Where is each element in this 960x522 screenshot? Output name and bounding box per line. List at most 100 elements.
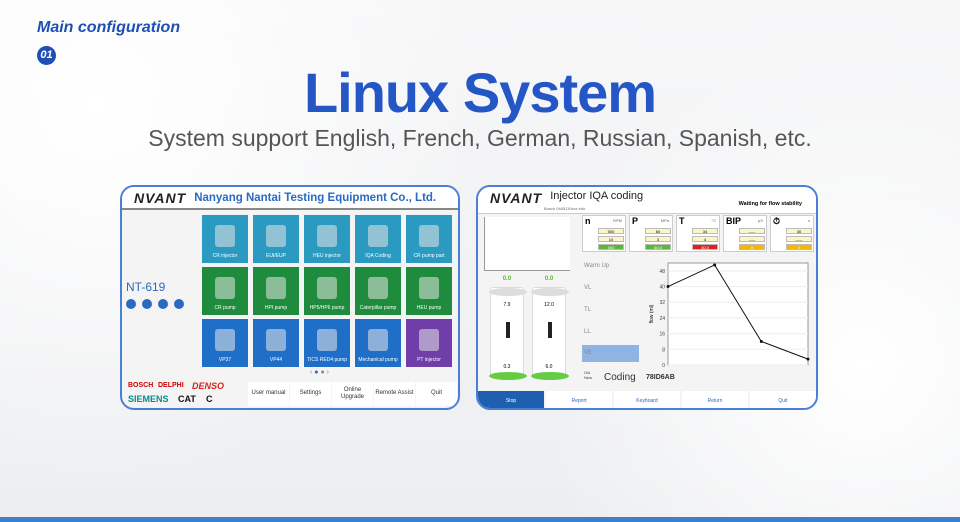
tile-label: TICS RED4 pump — [306, 357, 347, 363]
brand-cummins: C — [206, 394, 213, 404]
y-tick-label: 0 — [662, 363, 665, 369]
param-set[interactable]: 34 — [692, 228, 718, 234]
screen-title: Injector IQA coding — [550, 190, 644, 202]
cylinder-value: 0.0 — [544, 276, 554, 282]
injector-icon — [548, 322, 552, 338]
data-point — [806, 357, 810, 361]
brand-siemens: SIEMENS — [128, 394, 169, 404]
tile-image — [266, 329, 286, 351]
quit-button[interactable]: Quit — [750, 391, 816, 408]
tile-button[interactable]: HEU injector — [304, 215, 350, 263]
tile-label: VP37 — [218, 357, 232, 363]
param-val: 30.0 — [692, 244, 718, 250]
headset-icon[interactable] — [142, 299, 152, 309]
pager[interactable]: ‹ ● ● › — [310, 369, 329, 376]
tile-image — [317, 277, 337, 299]
section-label: Main configuration — [37, 19, 181, 36]
footer-bar — [0, 517, 960, 522]
param-dt[interactable]: 10 — [598, 236, 624, 242]
boot-icon[interactable] — [174, 299, 184, 309]
menu-button[interactable]: Settings — [290, 382, 331, 406]
stop-button[interactable]: Stop — [478, 391, 544, 408]
param-val: 60.0 — [645, 244, 671, 250]
message-icon[interactable] — [126, 299, 136, 309]
param-set[interactable]: 60 — [645, 228, 671, 234]
step-tl: TL — [584, 307, 592, 313]
menu-button[interactable]: Quit — [416, 382, 457, 406]
brand-denso: DENSO — [192, 381, 225, 391]
tile-button[interactable]: HPI pump — [253, 267, 299, 315]
cylinder-value: 0.0 — [502, 276, 512, 282]
param-dt[interactable]: ----- — [739, 236, 765, 242]
param-dt[interactable]: 4 — [692, 236, 718, 242]
tile-button[interactable]: VP37 — [202, 319, 248, 367]
tile-label: IQA Coding — [365, 253, 391, 259]
app-header: NVANT Injector IQA coding Bosch 0445110x… — [478, 187, 816, 214]
page-title: Linux System — [303, 61, 657, 124]
brand-delphi: DELPHI — [158, 382, 184, 389]
param-set[interactable]: ----- — [739, 228, 765, 234]
company-name: Nanyang Nantai Testing Equipment Co., Lt… — [194, 191, 437, 204]
menu-button[interactable]: Remote Assist — [374, 382, 415, 406]
tile-button[interactable]: HP5/HP6 pump — [304, 267, 350, 315]
return-button[interactable]: Return — [682, 391, 748, 408]
tile-label: HP5/HP6 pump — [309, 305, 345, 311]
logo: NVANT — [134, 189, 187, 206]
tile-image — [368, 277, 388, 299]
param-unit: °C — [711, 218, 717, 223]
tile-button[interactable]: CR pump part — [406, 215, 452, 263]
tile-image — [419, 225, 439, 247]
tile-button[interactable]: HEU pump — [406, 267, 452, 315]
menu-button[interactable]: Online Upgrade — [332, 382, 373, 406]
tile-button[interactable]: CR pump — [202, 267, 248, 315]
tile-label: CR pump — [214, 305, 236, 311]
iqa-coding-screenshot: NVANT Injector IQA coding Bosch 0445110x… — [476, 185, 818, 410]
param-name: BIP — [726, 216, 742, 226]
tile-image — [368, 225, 388, 247]
y-tick-label: 16 — [659, 332, 665, 338]
tile-button[interactable]: TICS RED4 pump — [304, 319, 350, 367]
tile-label: CR injector — [212, 253, 238, 259]
cylinder-top: 12.0 — [544, 302, 554, 308]
param-dt[interactable]: 3 — [645, 236, 671, 242]
report-button[interactable]: Report — [546, 391, 612, 408]
step-ll: LL — [584, 329, 591, 335]
tile-label: CR pump part — [413, 253, 445, 259]
coding-value: 78ID6AB — [646, 374, 675, 381]
param-dt[interactable]: ----- — [786, 236, 812, 242]
param-set[interactable]: 500 — [598, 228, 624, 234]
y-tick-label: 8 — [662, 347, 665, 353]
keyboard-button[interactable]: Keyboard — [614, 391, 680, 408]
tile-button[interactable]: Mechanical pump — [355, 319, 401, 367]
param-unit: MPa — [660, 218, 669, 223]
param-name: P — [632, 216, 639, 226]
app-header: NVANT Nanyang Nantai Testing Equipment Co… — [122, 187, 458, 210]
brand-bosch: BOSCH — [128, 382, 154, 389]
tile-button[interactable]: VP44 — [253, 319, 299, 367]
tile-button[interactable]: Caterpillar pump — [355, 267, 401, 315]
menu-button[interactable]: User manual — [248, 382, 289, 406]
param-name: n — [585, 216, 591, 226]
step-warm-up: Warm Up — [584, 263, 610, 269]
new-label: New — [584, 375, 593, 380]
y-tick-label: 40 — [659, 285, 665, 291]
param-set[interactable]: 30 — [786, 228, 812, 234]
tile-button[interactable]: PT injector — [406, 319, 452, 367]
coding-label: Coding — [604, 372, 636, 383]
screen-subtitle: Bosch 0445110xxx info — [544, 206, 586, 211]
tile-button[interactable]: IQA Coding — [355, 215, 401, 263]
tile-button[interactable]: CR injector — [202, 215, 248, 263]
y-tick-label: 24 — [659, 316, 665, 322]
tile-label: HEU pump — [416, 305, 442, 311]
main-menu-screenshot: NVANT Nanyang Nantai Testing Equipment Co… — [120, 185, 460, 410]
tile-button[interactable]: EUI/EUP — [253, 215, 299, 263]
tile-image — [317, 329, 337, 351]
param-name: ⏱ — [773, 216, 781, 226]
tile-image — [215, 225, 235, 247]
transfer-icon[interactable] — [158, 299, 168, 309]
data-point — [759, 339, 763, 343]
